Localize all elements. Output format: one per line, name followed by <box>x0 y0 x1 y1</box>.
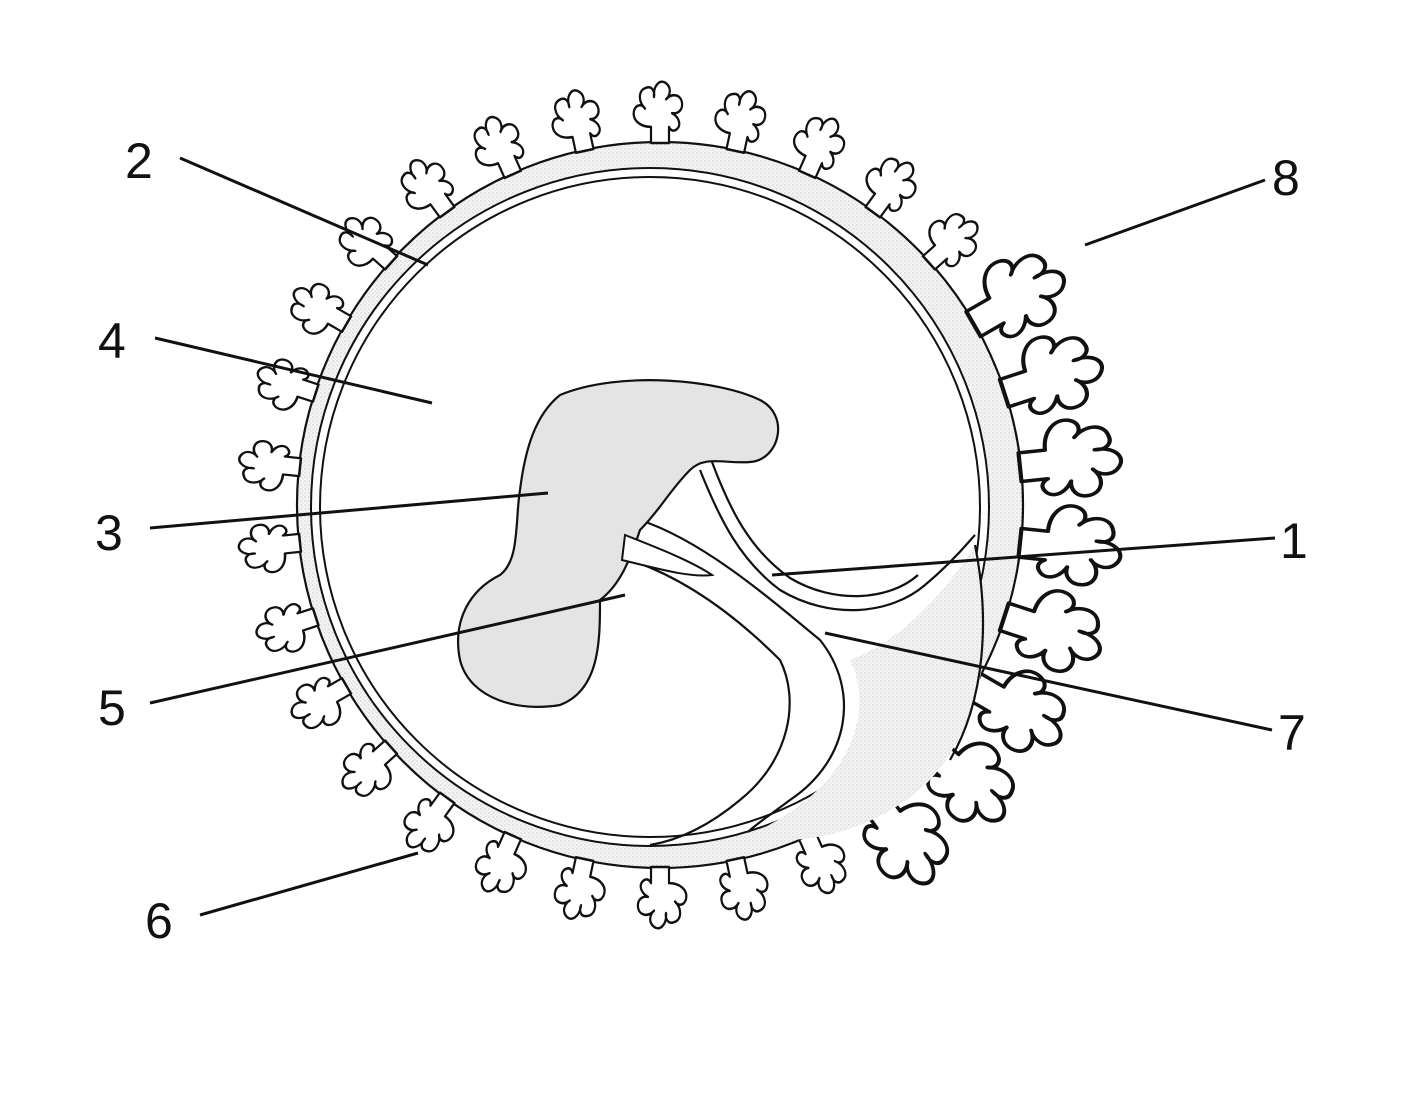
villus <box>1016 501 1125 589</box>
label-5: 5 <box>98 680 126 736</box>
villus <box>712 852 776 925</box>
villus <box>708 84 771 157</box>
leader-1 <box>771 536 1276 577</box>
villus <box>636 865 688 930</box>
label-6: 6 <box>145 893 173 949</box>
leader-4 <box>154 336 433 405</box>
villus <box>235 519 305 577</box>
villus <box>632 80 684 145</box>
villus <box>1016 415 1125 503</box>
label-7: 7 <box>1278 705 1306 761</box>
label-2: 2 <box>125 133 153 189</box>
label-8: 8 <box>1272 150 1300 206</box>
villus <box>544 85 608 158</box>
villus <box>549 853 612 926</box>
number-labels: 1 2 3 4 5 6 7 8 <box>95 133 1308 949</box>
leader-lines <box>149 156 1276 917</box>
leader-3 <box>149 491 549 530</box>
leader-6 <box>199 851 419 917</box>
leader-2 <box>179 156 429 267</box>
leader-7 <box>824 631 1273 732</box>
label-1: 1 <box>1280 513 1308 569</box>
leader-5 <box>149 593 626 705</box>
leader-8 <box>1084 178 1266 247</box>
label-3: 3 <box>95 505 123 561</box>
label-4: 4 <box>98 313 126 369</box>
villus <box>235 437 304 495</box>
